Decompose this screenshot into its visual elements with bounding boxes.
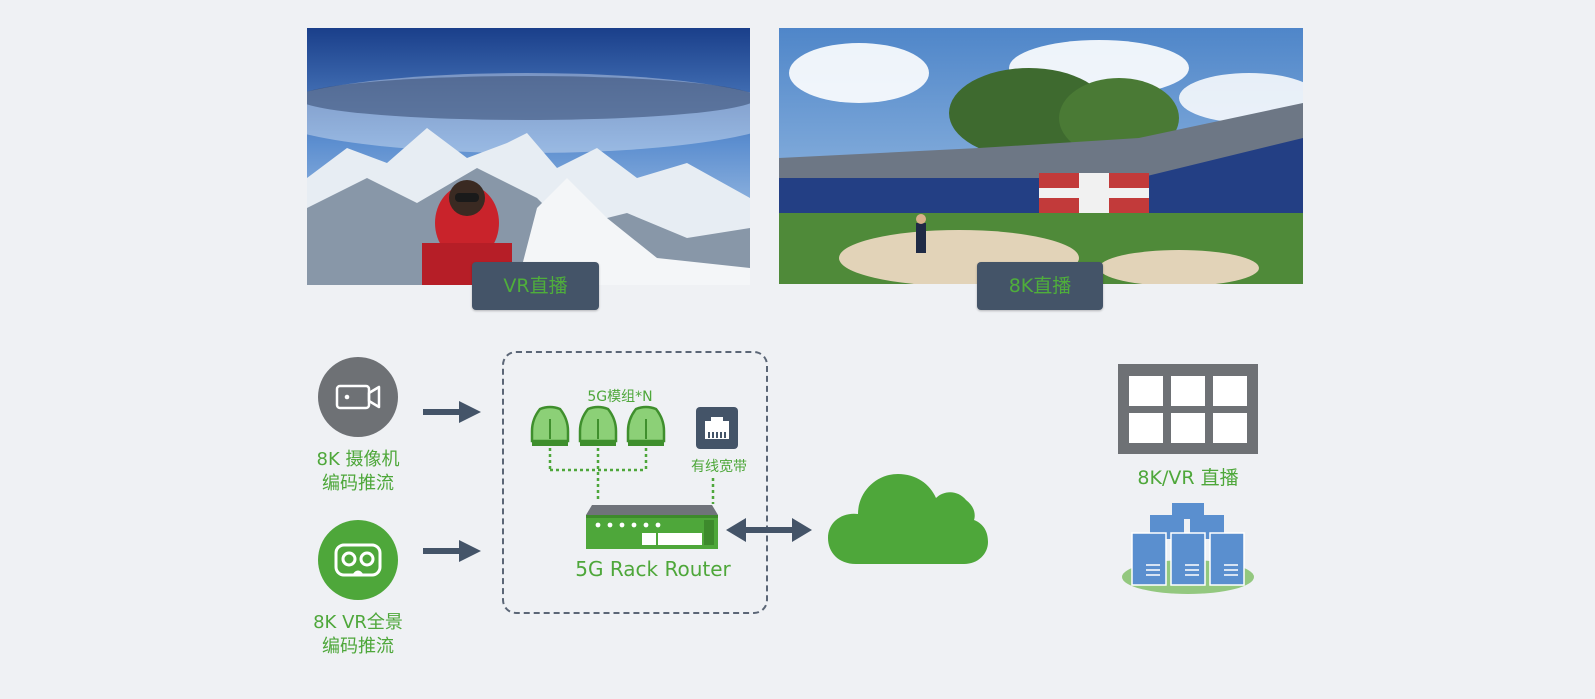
vr-live-badge: VR直播	[472, 262, 599, 310]
ethernet-port-icon	[696, 407, 738, 449]
video-wall-icon	[1118, 364, 1258, 454]
camera-label-line1: 8K 摄像机	[316, 449, 400, 470]
live-output-label: 8K/VR 直播	[1137, 467, 1239, 489]
vr-label: 8K VR全景 编码推流	[298, 611, 418, 659]
wired-connector-line	[711, 478, 715, 504]
5g-module-icon	[626, 405, 666, 446]
router-group-box	[502, 351, 768, 614]
vr-live-photo	[307, 28, 750, 285]
camera-icon	[318, 357, 398, 437]
wired-broadband-label: 有线宽带	[691, 459, 747, 475]
vr-headset-icon	[318, 520, 398, 600]
arrow-right-icon	[423, 401, 481, 423]
router-label: 5G Rack Router	[575, 557, 731, 581]
5g-module-icon	[578, 405, 618, 446]
vr-label-line1: 8K VR全景	[313, 612, 403, 633]
5g-module-icon	[530, 405, 570, 446]
arrow-right-icon	[423, 540, 481, 562]
camera-label: 8K 摄像机 编码推流	[298, 448, 418, 496]
8k-live-badge: 8K直播	[977, 262, 1103, 310]
rack-router-icon	[586, 505, 718, 549]
5g-modules-label: 5G模组*N	[587, 389, 653, 405]
8k-live-photo	[779, 28, 1303, 284]
cloud-icon	[828, 474, 988, 564]
camera-label-line2: 编码推流	[322, 473, 394, 494]
double-arrow-icon	[726, 518, 812, 542]
server-cluster-icon	[1122, 503, 1254, 594]
5g-modules-diagram	[530, 405, 666, 500]
vr-label-line2: 编码推流	[322, 636, 394, 657]
